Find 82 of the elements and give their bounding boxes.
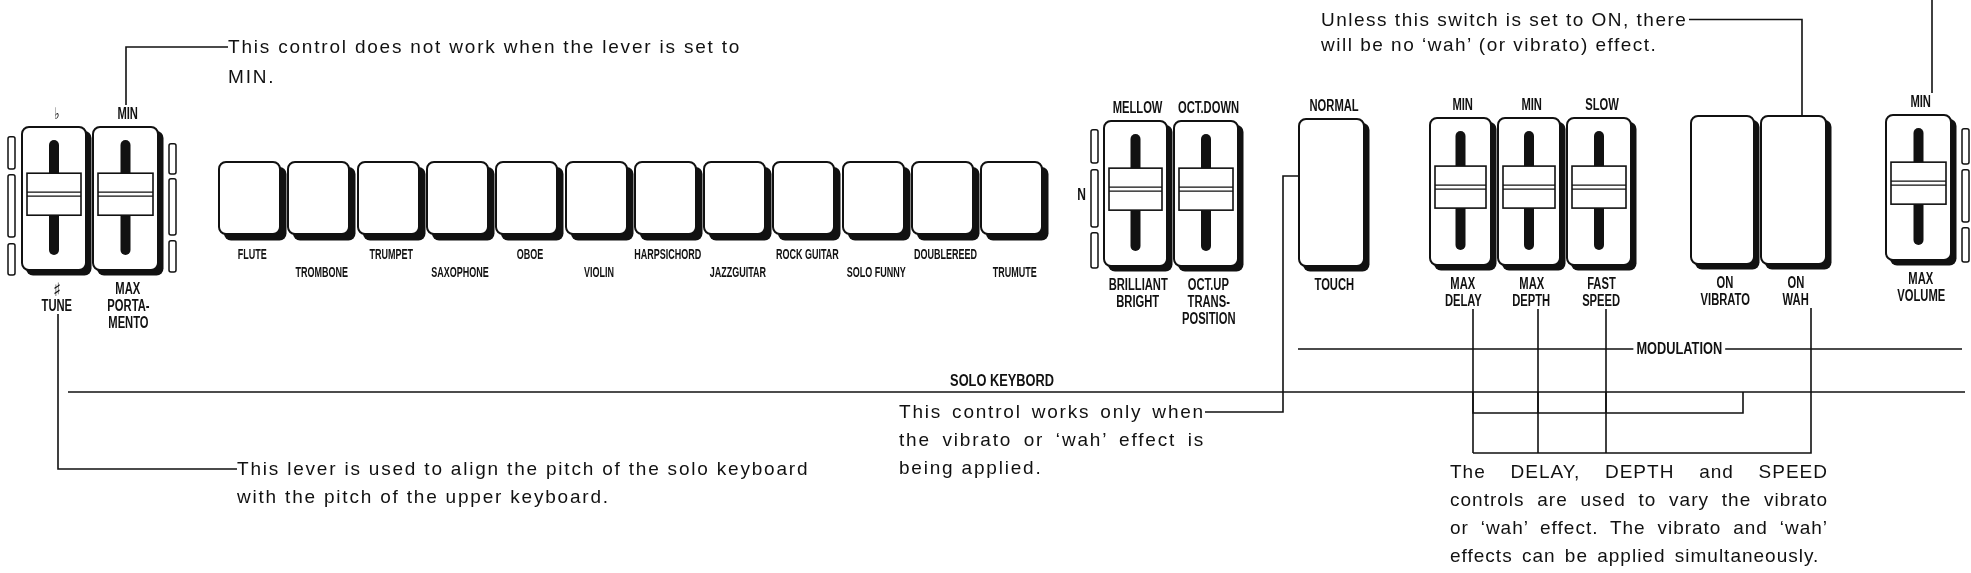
note-text: This control does not work when the lever is set to MIN. bbox=[228, 32, 743, 92]
position-label: MIN bbox=[1452, 96, 1474, 113]
note-text: This control works only when the vibrato or ‘wah’ effect is being applied. bbox=[899, 398, 1205, 482]
position-label: OCT.DOWN bbox=[1178, 99, 1239, 116]
leader-line bbox=[1472, 307, 1812, 454]
tab-button bbox=[911, 161, 980, 262]
slider-lever bbox=[92, 105, 164, 331]
tab-button bbox=[218, 161, 287, 262]
position-label: MAX bbox=[1908, 270, 1934, 287]
position-label: MAX bbox=[1450, 275, 1476, 292]
position-label: MAX bbox=[115, 280, 141, 297]
position-label: ♭ bbox=[53, 105, 60, 122]
leader-line bbox=[1204, 175, 1299, 413]
control-label: BRIGHT bbox=[1116, 293, 1160, 310]
control-label: TROMBONE bbox=[295, 263, 349, 280]
note-text: This lever is used to align the pitch of the solo keyboard with the pitch of the upper keyboard. bbox=[237, 455, 811, 511]
position-label: BRILLIANT bbox=[1108, 276, 1168, 293]
slider-lever bbox=[1566, 96, 1637, 309]
slider-lever bbox=[1173, 99, 1244, 327]
position-label: MAX bbox=[1519, 275, 1544, 292]
control-label: TOUCH bbox=[1314, 276, 1354, 293]
leader-line bbox=[1605, 308, 1607, 454]
tab-button bbox=[425, 161, 495, 280]
leader-line bbox=[57, 313, 238, 470]
position-label: MIN bbox=[1910, 93, 1932, 110]
control-label: WAH bbox=[1782, 291, 1810, 308]
tab-button bbox=[841, 161, 911, 280]
leader-line bbox=[125, 46, 229, 106]
position-label: NORMAL bbox=[1309, 97, 1359, 114]
leader-line bbox=[1472, 308, 1474, 454]
control-label: SOLO FUNNY bbox=[846, 263, 906, 280]
slider-lever bbox=[1497, 96, 1566, 309]
tab-button bbox=[495, 161, 565, 262]
note-text: The DELAY, DEPTH and SPEED controls are used to vary the vibrato or ‘wah’ effect. The vibrato and ‘wah’ effects can be applied simultaneously. bbox=[1450, 453, 1828, 570]
control-label: TRANS- POSITION bbox=[1180, 293, 1237, 327]
position-label: OCT.UP bbox=[1187, 276, 1230, 293]
tab-button bbox=[772, 161, 842, 262]
tab-button bbox=[633, 161, 703, 262]
slider-lever bbox=[21, 105, 92, 314]
control-label: DOUBLEREED bbox=[914, 245, 977, 262]
control-label: VOLUME bbox=[1897, 287, 1945, 304]
control-label: DEPTH bbox=[1512, 292, 1551, 309]
tab-button bbox=[287, 161, 357, 280]
position-label: ♯ bbox=[53, 280, 60, 297]
control-label: HARPSICHORD bbox=[634, 245, 702, 262]
position-label: MELLOW bbox=[1113, 99, 1163, 116]
position-label: ON bbox=[1716, 274, 1734, 291]
tab-button bbox=[564, 161, 634, 280]
control-label: SAXOPHONE bbox=[431, 263, 490, 280]
leader-line bbox=[1537, 308, 1539, 454]
slider-lever bbox=[1429, 96, 1497, 309]
rocker-switch bbox=[1760, 115, 1832, 308]
control-label: VIOLIN bbox=[584, 263, 614, 280]
control-label: DELAY bbox=[1444, 292, 1482, 309]
position-label: SLOW bbox=[1584, 96, 1619, 113]
scale-label: N bbox=[1077, 186, 1086, 203]
tab-button bbox=[980, 161, 1050, 280]
tab-button bbox=[356, 161, 426, 262]
control-label: FLUTE bbox=[238, 245, 267, 262]
control-label: OBOE bbox=[516, 245, 543, 262]
control-label: TUNE bbox=[41, 297, 72, 314]
position-label: MIN bbox=[117, 105, 139, 122]
control-label: ROCK GUITAR bbox=[775, 245, 839, 262]
slider-lever bbox=[1103, 99, 1173, 310]
position-label: MIN bbox=[1521, 96, 1542, 113]
leader-line bbox=[1688, 18, 1803, 116]
rocker-switch bbox=[1298, 97, 1370, 293]
control-label: TRUMUTE bbox=[992, 263, 1037, 280]
rocker-switch bbox=[1690, 115, 1760, 308]
control-label: PORTA- MENTO bbox=[105, 297, 151, 331]
note-text: Unless this switch is set to ON, there will be no ‘wah’ (or vibrato) effect. bbox=[1321, 7, 1689, 57]
position-label: ON bbox=[1787, 274, 1805, 291]
section-label: SOLO KEYBORD bbox=[950, 372, 1054, 389]
control-label: VIBRATO bbox=[1700, 291, 1750, 308]
control-label: JAZZGUITAR bbox=[709, 263, 766, 280]
section-label: MODULATION bbox=[1636, 340, 1723, 357]
control-label: SPEED bbox=[1582, 292, 1621, 309]
leader-line bbox=[1931, 0, 1933, 94]
tab-button bbox=[703, 161, 773, 280]
position-label: FAST bbox=[1587, 275, 1616, 292]
slider-lever bbox=[1885, 93, 1957, 304]
control-label: TRUMPET bbox=[369, 245, 413, 262]
